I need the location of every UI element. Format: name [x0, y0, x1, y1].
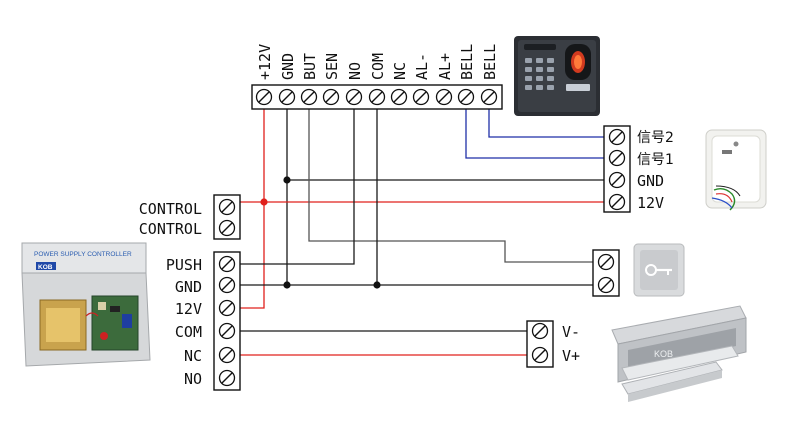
terminal-label-com: COM — [369, 53, 387, 80]
fingerprint-keypad-image — [514, 36, 600, 116]
screw-slot — [393, 91, 405, 103]
screw-slot — [483, 91, 495, 103]
screw-slot — [221, 372, 233, 384]
doorbell-label-signal2: 信号2 — [637, 130, 674, 146]
controller-terminal-block — [213, 251, 241, 391]
screw-slot — [221, 325, 233, 337]
controller-label-com: COM — [175, 323, 202, 341]
screw-slot — [221, 222, 233, 234]
screw-slot — [611, 196, 623, 208]
screw-slot — [600, 279, 612, 291]
terminal-label-12v: +12V — [256, 44, 274, 80]
screw-slot — [221, 349, 233, 361]
terminal-label-al-minus: AL- — [413, 53, 431, 80]
screw-slot — [325, 91, 337, 103]
magnetic-lock-image: KOB — [611, 305, 747, 402]
screw-slot — [611, 174, 623, 186]
screw-slot — [258, 91, 270, 103]
screw-slot — [611, 131, 623, 143]
terminal-label-al-plus: AL+ — [436, 53, 454, 80]
controller-label-no: NO — [184, 370, 202, 388]
screw-slot — [600, 256, 612, 268]
screw-slot — [611, 152, 623, 164]
screw-slot — [371, 91, 383, 103]
junction-dot — [373, 281, 381, 289]
lock-label-v-plus: V+ — [562, 347, 580, 365]
screw-slot — [221, 258, 233, 270]
exit-button-image — [633, 243, 685, 297]
controller-label-gnd: GND — [175, 278, 202, 296]
wire-but-to-button — [308, 107, 596, 263]
wire-bell-to-signal1 — [465, 107, 608, 159]
lock-brand: KOB — [654, 349, 673, 359]
terminal-label-bell: BELL — [458, 44, 476, 80]
power-supply-title: POWER SUPPLY CONTROLLER — [34, 251, 132, 258]
control-label: CONTROL — [139, 220, 202, 238]
screw-slot — [221, 201, 233, 213]
screw-slot — [303, 91, 315, 103]
wire-bell-to-signal2 — [488, 107, 608, 138]
doorbell-label-12v: 12V — [637, 194, 664, 212]
screw-slot — [348, 91, 360, 103]
screw-slot — [438, 91, 450, 103]
wire-no-to-push — [240, 107, 355, 265]
controller-label-push: PUSH — [166, 256, 202, 274]
terminal-label-but: BUT — [301, 53, 319, 80]
power-supply-image: POWER SUPPLY CONTROLLER KOB — [21, 242, 151, 367]
screw-slot — [221, 302, 233, 314]
terminal-label-no: NO — [346, 62, 364, 80]
controller-label-12v: 12V — [175, 300, 202, 318]
junction-dot — [283, 281, 291, 289]
top-terminal-labels: +12V GND BUT SEN NO COM NC AL- AL+ BELL … — [256, 44, 499, 80]
junction-dot — [283, 176, 291, 184]
lock-label-v-minus: V- — [562, 323, 580, 341]
terminal-blocks — [213, 84, 631, 391]
screw-slot — [460, 91, 472, 103]
screw-slot — [534, 349, 546, 361]
wire-12v-column — [240, 107, 265, 309]
terminal-label-bell: BELL — [481, 44, 499, 80]
terminal-label-gnd: GND — [279, 53, 297, 80]
power-supply-brand: KOB — [38, 264, 53, 271]
junction-dot — [260, 198, 268, 206]
screw-slot — [415, 91, 427, 103]
screw-slot — [221, 279, 233, 291]
screw-slot — [281, 91, 293, 103]
controller-label-nc: NC — [184, 347, 202, 365]
doorbell-label-signal1: 信号1 — [637, 152, 674, 168]
doorbell-label-gnd: GND — [637, 172, 664, 190]
screw-slot — [534, 325, 546, 337]
terminal-label-sen: SEN — [323, 53, 341, 80]
terminal-label-nc: NC — [391, 62, 409, 80]
control-label: CONTROL — [139, 200, 202, 218]
doorbell-image — [705, 129, 767, 211]
